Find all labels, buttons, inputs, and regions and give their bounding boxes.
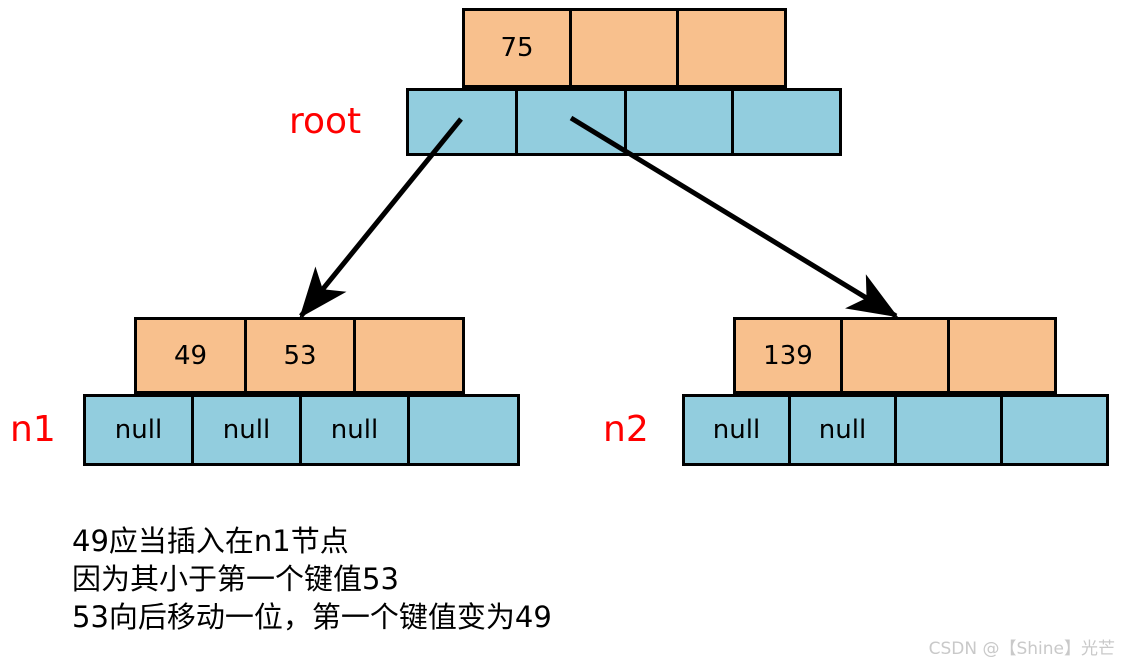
n2-child-cell-3 (1000, 394, 1109, 466)
root-child-row (406, 88, 845, 156)
node-label-n2: n2 (603, 409, 649, 450)
root-key-cell-1 (569, 8, 679, 88)
n2-child-row: null null (682, 394, 1115, 466)
n1-key-cell-0: 49 (134, 317, 247, 394)
caption-line-2: 因为其小于第一个键值53 (72, 562, 399, 596)
n1-child-cell-2: null (299, 394, 410, 466)
root-child-cell-1 (515, 88, 627, 156)
root-child-cell-2 (624, 88, 734, 156)
root-key-row: 75 (462, 8, 790, 88)
n2-key-cell-2 (947, 317, 1057, 394)
n1-child-row: null null null (83, 394, 523, 466)
n2-child-cell-1: null (788, 394, 897, 466)
n1-key-row: 49 53 (134, 317, 471, 394)
n2-key-cell-0: 139 (733, 317, 843, 394)
n2-child-cell-2 (894, 394, 1003, 466)
node-label-n1: n1 (10, 409, 56, 450)
caption-block: 49应当插入在n1节点 因为其小于第一个键值53 53向后移动一位，第一个键值变… (72, 522, 552, 636)
caption-line-3: 53向后移动一位，第一个键值变为49 (72, 600, 552, 634)
root-key-cell-0: 75 (462, 8, 572, 88)
root-child-cell-3 (731, 88, 842, 156)
node-label-root: root (289, 101, 362, 142)
n1-child-cell-0: null (83, 394, 194, 466)
n2-child-cell-0: null (682, 394, 791, 466)
root-child-cell-0 (406, 88, 518, 156)
n2-key-cell-1 (840, 317, 950, 394)
root-key-cell-2 (676, 8, 787, 88)
n2-key-row: 139 (733, 317, 1063, 394)
caption-line-1: 49应当插入在n1节点 (72, 524, 349, 558)
n1-key-cell-1: 53 (244, 317, 356, 394)
n1-child-cell-3 (407, 394, 520, 466)
n1-child-cell-1: null (191, 394, 302, 466)
csdn-watermark: CSDN @【Shine】光芒 (928, 639, 1115, 659)
n1-key-cell-2 (353, 317, 465, 394)
